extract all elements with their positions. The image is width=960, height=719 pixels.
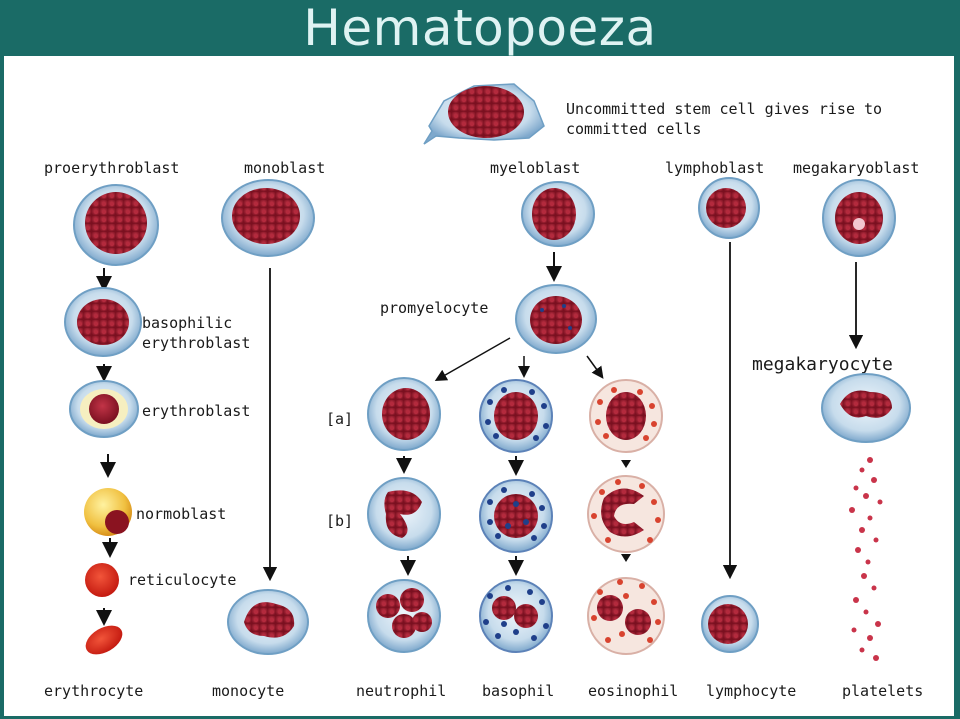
platelets-cluster <box>849 457 883 661</box>
label-basophilic: basophilic <box>142 314 232 332</box>
basophil-myelocyte-cell <box>479 379 553 453</box>
stem-cell <box>423 83 545 145</box>
label-basophil: basophil <box>482 682 554 700</box>
label-megakaryoblast: megakaryoblast <box>793 159 919 177</box>
monoblast-cell <box>221 179 315 257</box>
basophil-cell <box>479 579 553 653</box>
label-monoblast: monoblast <box>244 159 325 177</box>
eosinophil-myelocyte-cell <box>589 379 663 453</box>
neutrophil-cell <box>367 579 441 653</box>
label-promyelocyte: promyelocyte <box>380 299 488 317</box>
label-platelets: platelets <box>842 682 923 700</box>
erythroblast-cell <box>69 380 139 438</box>
label-lymphocyte: lymphocyte <box>706 682 796 700</box>
arrow-eos-ab <box>621 460 631 468</box>
normoblast-cell <box>84 488 132 536</box>
proerythroblast-cell <box>73 184 159 266</box>
erythrocyte-cell <box>85 625 123 655</box>
hematopoiesis-diagram: Uncommitted stem cell gives rise to comm… <box>44 83 923 700</box>
basophil-metamyelocyte-cell <box>479 479 553 553</box>
label-monocyte: monocyte <box>212 682 284 700</box>
megakaryocyte-cell <box>821 373 911 443</box>
monocyte-cell <box>227 589 309 655</box>
eosinophil-metamyelocyte-cell <box>587 475 665 553</box>
label-eosinophil: eosinophil <box>588 682 678 700</box>
neutrophil-myelocyte-cell <box>367 377 441 451</box>
eosinophil-cell <box>587 577 665 655</box>
label-basophilic-erythroblast: erythroblast <box>142 334 250 352</box>
label-reticulocyte: reticulocyte <box>128 571 236 589</box>
lymphoblast-cell <box>698 177 760 239</box>
stem-note-line2: committed cells <box>566 120 701 138</box>
myeloblast-cell <box>521 181 595 247</box>
arrow-eos-mature <box>621 554 631 562</box>
basophilic-erythroblast-cell <box>64 287 142 357</box>
promyelocyte-cell <box>515 284 597 354</box>
label-lymphoblast: lymphoblast <box>665 159 764 177</box>
lymphocyte-cell <box>701 595 759 653</box>
arrow-to-neutrophil-line <box>434 337 511 381</box>
diagram-panel: Uncommitted stem cell gives rise to comm… <box>4 56 954 716</box>
label-normoblast: normoblast <box>136 505 226 523</box>
label-erythroblast: erythroblast <box>142 402 250 420</box>
slide-title: Hematopoeza <box>303 0 657 57</box>
reticulocyte-cell <box>85 563 119 597</box>
arrow-to-eosinophil-line <box>586 355 604 379</box>
label-stage-a: [a] <box>326 410 353 428</box>
neutrophil-metamyelocyte-cell <box>367 477 441 551</box>
label-megakaryocyte: megakaryocyte <box>752 354 893 375</box>
megakaryoblast-cell <box>822 179 896 257</box>
stem-note-line1: Uncommitted stem cell gives rise to <box>566 100 882 118</box>
label-myeloblast: myeloblast <box>490 159 580 177</box>
label-stage-b: [b] <box>326 512 353 530</box>
label-neutrophil: neutrophil <box>356 682 446 700</box>
label-erythrocyte: erythrocyte <box>44 682 143 700</box>
label-proerythroblast: proerythroblast <box>44 159 179 177</box>
